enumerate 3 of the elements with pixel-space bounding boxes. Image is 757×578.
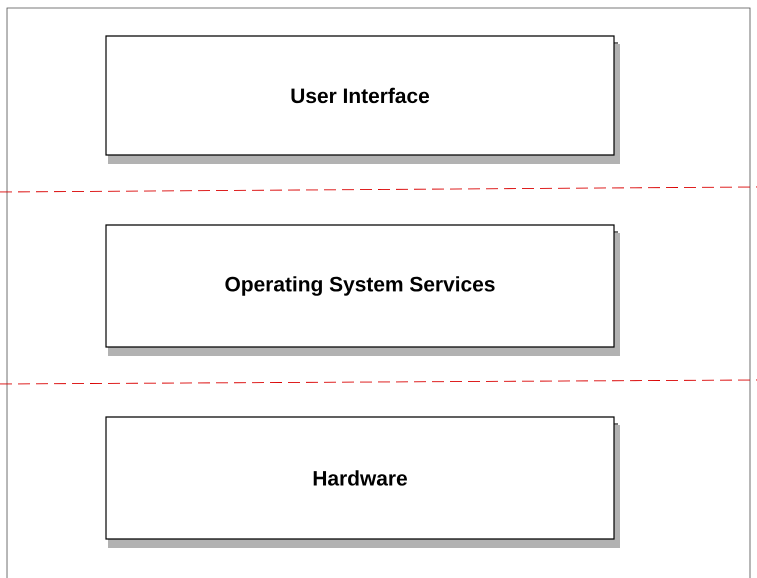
layer-box: Hardware bbox=[105, 416, 620, 548]
layer-box: User Interface bbox=[105, 35, 620, 164]
layer-box: Operating System Services bbox=[105, 224, 620, 356]
